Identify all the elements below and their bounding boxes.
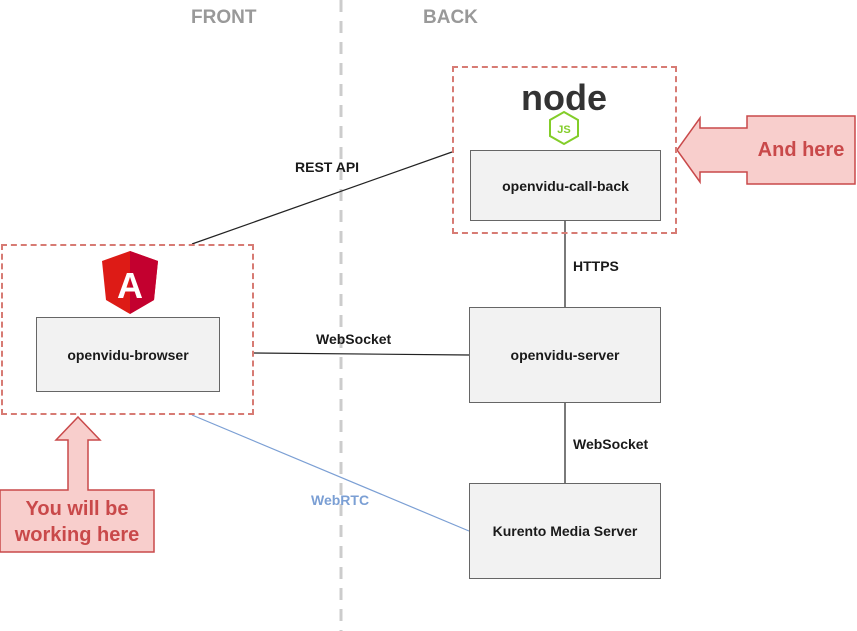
https-label: HTTPS (573, 258, 619, 274)
back-callout-arrow-shape (676, 115, 856, 185)
front-callout-text-line2: working here (14, 524, 140, 546)
front-callout-arrow-shape (0, 415, 155, 553)
webrtc-connector (191, 414, 470, 532)
angular-logo: A (102, 251, 158, 314)
websocket-server-kurento-label: WebSocket (573, 436, 649, 452)
rest-api-connector (191, 151, 453, 245)
front-callout-text-line1: You will be (25, 498, 129, 520)
back-callout-text: And here (757, 139, 845, 161)
angular-logo-letter: A (117, 265, 143, 306)
openvidu-call-back-node: openvidu-call-back (470, 150, 661, 221)
openvidu-server-node: openvidu-server (469, 307, 661, 403)
back-dashed-group (452, 66, 677, 234)
websocket-browser-server-connector (252, 352, 470, 356)
nodejs-hex-icon (549, 110, 579, 146)
webrtc-label: WebRTC (311, 492, 370, 508)
kurento-media-server-node: Kurento Media Server (469, 483, 661, 579)
nodejs-logo-badge: JS (557, 124, 570, 136)
back-column-header: BACK (423, 7, 478, 28)
front-dashed-group (1, 244, 254, 415)
openvidu-browser-node: openvidu-browser (36, 317, 220, 392)
front-column-header: FRONT (191, 7, 257, 28)
nodejs-logo: node JS (521, 77, 607, 146)
websocket-browser-server-label: WebSocket (316, 331, 392, 347)
rest-api-label: REST API (295, 159, 360, 175)
